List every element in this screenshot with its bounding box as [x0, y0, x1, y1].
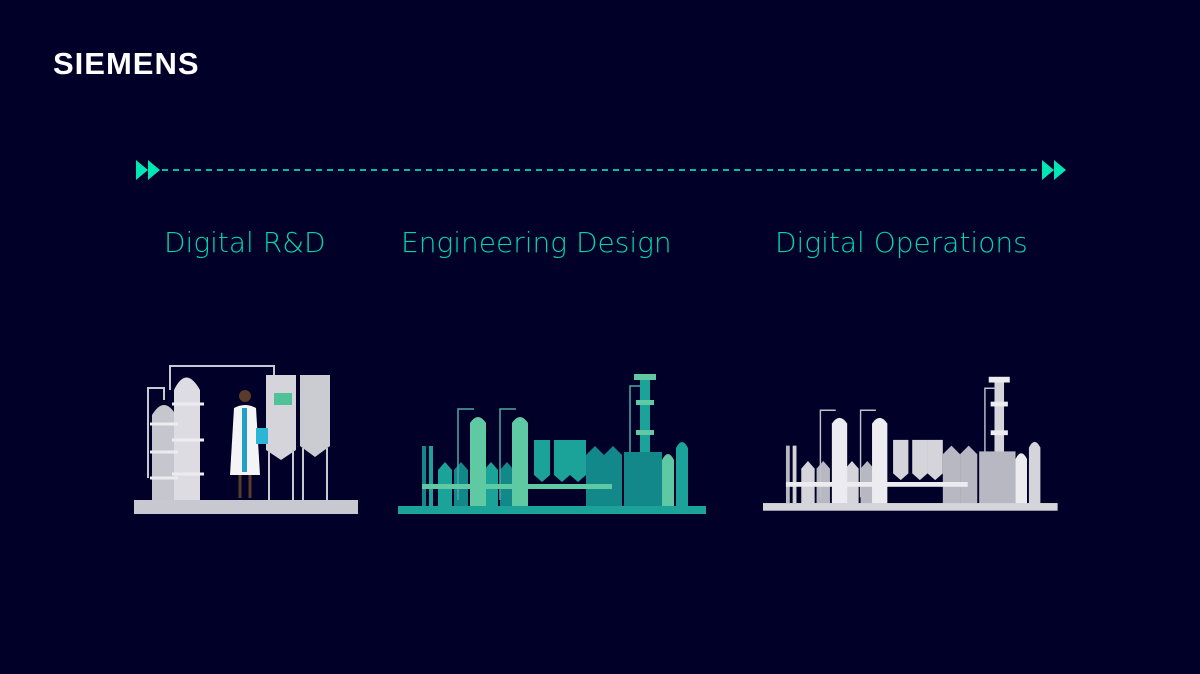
stage-digital-operations: Digital Operations: [775, 226, 1028, 259]
stage-engineering-design: Engineering Design: [401, 226, 672, 259]
engineering-plant-illustration: [398, 374, 706, 514]
start-double-chevron-icon: [136, 160, 160, 180]
operations-plant-illustration: [763, 376, 1058, 511]
end-double-chevron-icon: [1042, 160, 1066, 180]
stage-digital-rd: Digital R&D: [164, 226, 326, 259]
siemens-logo: SIEMENS: [53, 46, 200, 81]
rd-lab-illustration: [134, 365, 358, 514]
scientist-figure: [230, 390, 268, 498]
timeline-arrow: [136, 160, 1066, 180]
